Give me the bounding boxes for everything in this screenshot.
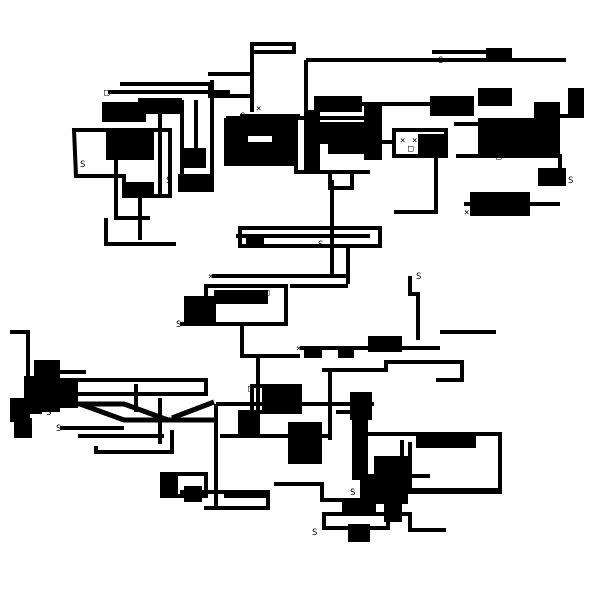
wall-block <box>304 348 322 358</box>
stairs-icon: S <box>416 272 421 282</box>
wall-block <box>348 524 370 542</box>
door-icon: □ <box>360 504 366 514</box>
door-icon: □ <box>248 384 254 394</box>
wall-block <box>568 88 584 118</box>
glyph-layer: S S S S S S S S S S S S S □ □ □ □ □ □ □ … <box>46 56 573 538</box>
room-outline <box>392 128 448 158</box>
room-cluster-west <box>10 330 215 454</box>
wall-block <box>138 98 182 114</box>
trap-icon: × <box>236 232 241 242</box>
wall-block <box>314 96 362 112</box>
stairs-icon: S <box>438 56 443 66</box>
trap-icon: × <box>412 136 417 146</box>
wall-block <box>374 456 408 476</box>
corridor <box>104 218 176 246</box>
wall-block <box>364 106 382 160</box>
room-cluster-south <box>160 358 502 542</box>
corridor <box>294 124 370 174</box>
stairs-icon: S <box>318 240 323 250</box>
door-icon: □ <box>408 144 414 154</box>
wall-block <box>106 128 154 160</box>
corridor <box>394 156 438 214</box>
door-icon: □ <box>272 136 278 146</box>
wall-block <box>342 498 376 516</box>
wall-block <box>368 336 402 352</box>
trap-icon: × <box>362 392 367 402</box>
trap-icon: × <box>296 344 301 354</box>
wall-block <box>538 168 566 186</box>
corridor <box>456 154 562 170</box>
stairs-icon: S <box>350 488 355 498</box>
stairs-icon: S <box>80 160 85 170</box>
wall-block <box>352 416 368 480</box>
door-icon: □ <box>496 152 502 162</box>
room-cluster-northwest <box>71 72 254 246</box>
wall-block <box>418 134 448 154</box>
room-cluster-center <box>180 180 496 358</box>
wall-block <box>126 182 154 198</box>
wall-block <box>416 432 476 448</box>
door-icon: □ <box>264 288 270 298</box>
floor-window <box>248 136 272 142</box>
wall-block <box>430 96 474 116</box>
door-icon: □ <box>104 88 110 98</box>
stairs-icon: S <box>312 528 317 538</box>
wall-block <box>486 48 512 60</box>
stairs-icon: S <box>240 112 245 122</box>
trap-icon: × <box>256 104 261 114</box>
wall-block <box>384 502 402 522</box>
stairs-icon: S <box>286 152 291 162</box>
wall-block <box>14 418 32 438</box>
corridor <box>79 401 168 423</box>
wall-block <box>288 422 322 464</box>
corridor <box>408 276 420 340</box>
wall-block <box>238 410 258 438</box>
wall-block <box>328 140 368 154</box>
wall-block <box>182 148 206 168</box>
stairs-icon: S <box>56 424 61 434</box>
room-cluster-north <box>224 42 566 190</box>
room-cluster-northeast <box>380 88 584 216</box>
wall-block <box>10 398 30 422</box>
corridor <box>180 490 270 510</box>
wall-block <box>214 290 268 304</box>
wall-block <box>534 102 560 158</box>
stairs-icon: S <box>46 408 51 418</box>
trap-icon: × <box>208 272 213 282</box>
room-outline <box>238 226 382 248</box>
corridor <box>322 360 464 382</box>
corridor <box>64 401 214 423</box>
stairs-icon: S <box>166 176 171 186</box>
corridor <box>94 430 174 454</box>
wall-block <box>184 296 216 324</box>
wall-block <box>338 348 354 358</box>
stairs-icon: S <box>176 320 181 330</box>
room-outline <box>71 128 172 198</box>
corridor <box>240 324 300 358</box>
wall-block <box>184 486 202 502</box>
corridor <box>274 482 344 502</box>
trap-icon: × <box>464 208 469 218</box>
stairs-icon: S <box>568 176 573 186</box>
wall-block <box>160 472 178 494</box>
trap-icon: × <box>400 136 405 146</box>
room-outline <box>322 512 390 530</box>
wall-block <box>478 88 512 106</box>
corridor <box>171 399 215 421</box>
wall-block <box>314 122 368 144</box>
wall-block <box>178 174 214 192</box>
